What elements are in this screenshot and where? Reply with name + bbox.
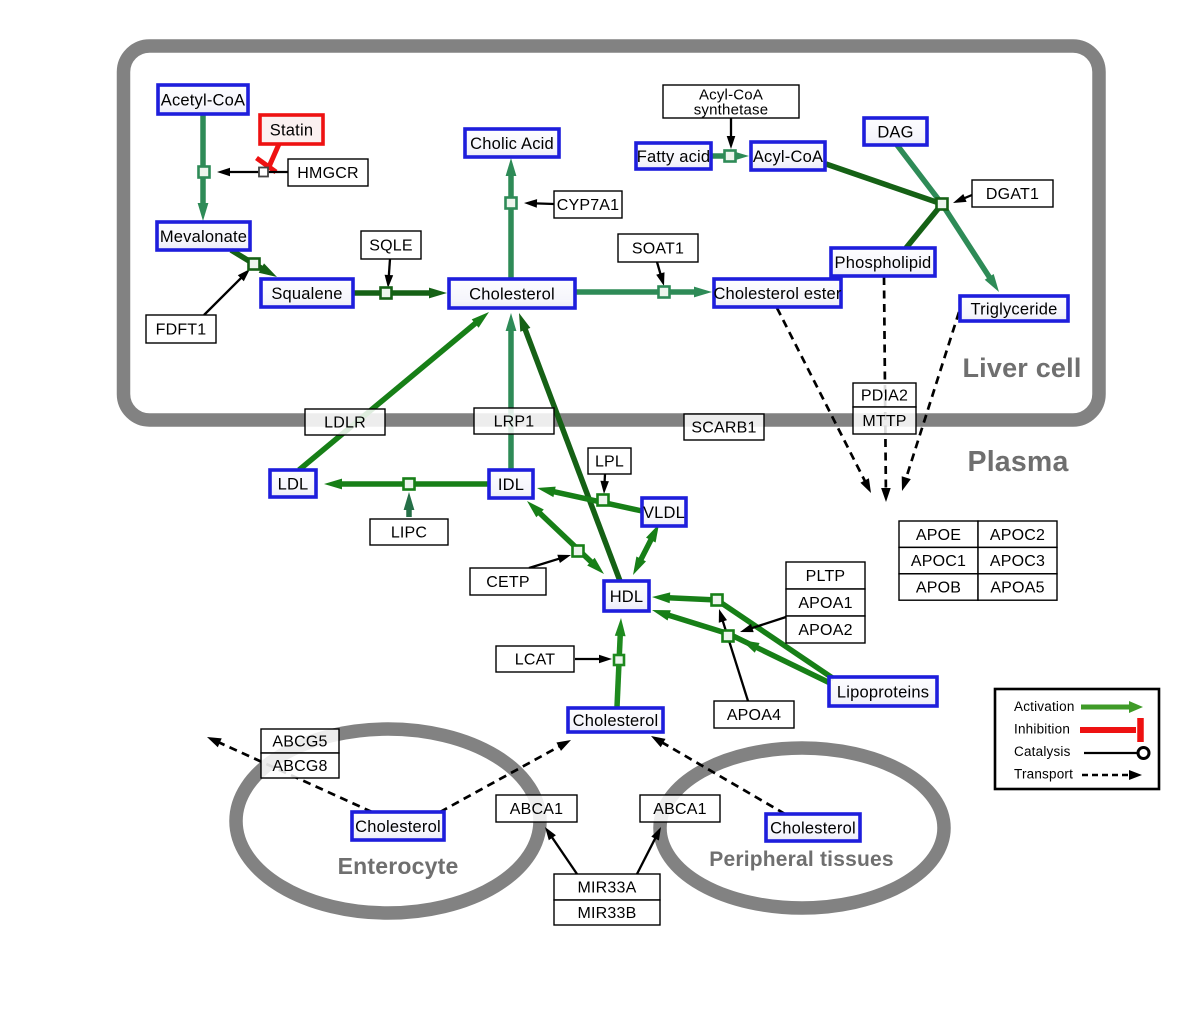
- svg-text:SCARB1: SCARB1: [691, 420, 756, 437]
- svg-text:APOB: APOB: [916, 580, 961, 597]
- svg-text:Acyl-CoA: Acyl-CoA: [753, 148, 823, 166]
- svg-text:PLTP: PLTP: [806, 568, 846, 585]
- svg-text:SQLE: SQLE: [369, 238, 413, 255]
- svg-text:APOC1: APOC1: [911, 553, 966, 570]
- svg-text:Triglyceride: Triglyceride: [970, 300, 1057, 318]
- svg-text:Acyl-CoA: Acyl-CoA: [699, 86, 763, 103]
- svg-text:MTTP: MTTP: [862, 413, 906, 430]
- svg-text:Catalysis: Catalysis: [1014, 744, 1071, 759]
- svg-text:APOE: APOE: [916, 527, 961, 544]
- svg-text:IDL: IDL: [498, 476, 524, 494]
- svg-text:ABCA1: ABCA1: [510, 801, 563, 818]
- svg-text:MIR33A: MIR33A: [578, 880, 637, 897]
- svg-text:HMGCR: HMGCR: [297, 165, 358, 182]
- svg-text:Lipoproteins: Lipoproteins: [837, 683, 929, 701]
- svg-text:Peripheral tissues: Peripheral tissues: [709, 848, 894, 871]
- svg-text:Statin: Statin: [270, 121, 313, 139]
- svg-text:LDL: LDL: [278, 475, 309, 493]
- svg-text:VLDL: VLDL: [643, 504, 685, 522]
- svg-text:LRP1: LRP1: [494, 414, 535, 431]
- svg-text:Cholesterol: Cholesterol: [469, 285, 555, 303]
- svg-text:APOA2: APOA2: [798, 622, 852, 639]
- svg-text:LCAT: LCAT: [515, 652, 556, 669]
- svg-text:Cholesterol ester: Cholesterol ester: [713, 285, 841, 303]
- svg-text:ABCA1: ABCA1: [653, 801, 706, 818]
- svg-text:Enterocyte: Enterocyte: [338, 853, 459, 879]
- svg-text:APOA4: APOA4: [727, 707, 781, 724]
- svg-text:SOAT1: SOAT1: [632, 241, 684, 258]
- svg-text:PDIA2: PDIA2: [861, 388, 908, 405]
- svg-text:MIR33B: MIR33B: [578, 905, 637, 922]
- svg-text:APOC2: APOC2: [990, 527, 1045, 544]
- svg-text:HDL: HDL: [610, 588, 644, 606]
- svg-text:CYP7A1: CYP7A1: [557, 197, 620, 214]
- svg-text:Squalene: Squalene: [271, 285, 342, 303]
- svg-text:Fatty acid: Fatty acid: [637, 148, 711, 166]
- svg-text:Mevalonate: Mevalonate: [160, 228, 247, 246]
- svg-text:ABCG8: ABCG8: [272, 758, 327, 775]
- svg-text:Cholic Acid: Cholic Acid: [470, 135, 554, 153]
- svg-text:Activation: Activation: [1014, 699, 1075, 714]
- svg-text:LDLR: LDLR: [324, 415, 366, 432]
- svg-text:DAG: DAG: [877, 123, 913, 141]
- svg-text:synthetase: synthetase: [694, 101, 769, 118]
- svg-text:Cholesterol: Cholesterol: [770, 819, 856, 837]
- svg-text:Liver cell: Liver cell: [962, 353, 1081, 383]
- svg-text:APOA1: APOA1: [798, 595, 852, 612]
- svg-text:Transport: Transport: [1014, 767, 1073, 782]
- svg-text:APOA5: APOA5: [990, 580, 1044, 597]
- svg-text:Cholesterol: Cholesterol: [573, 712, 659, 730]
- svg-text:Acetyl-CoA: Acetyl-CoA: [161, 91, 246, 109]
- svg-text:Plasma: Plasma: [967, 446, 1069, 478]
- svg-text:LIPC: LIPC: [391, 525, 427, 542]
- svg-text:CETP: CETP: [486, 574, 529, 591]
- svg-text:DGAT1: DGAT1: [986, 186, 1039, 203]
- svg-text:Phospholipid: Phospholipid: [835, 254, 932, 272]
- svg-text:LPL: LPL: [595, 454, 624, 471]
- svg-text:APOC3: APOC3: [990, 553, 1045, 570]
- svg-text:Cholesterol: Cholesterol: [355, 818, 441, 836]
- svg-text:FDFT1: FDFT1: [156, 322, 207, 339]
- svg-text:ABCG5: ABCG5: [272, 734, 327, 751]
- svg-text:Inhibition: Inhibition: [1014, 722, 1070, 737]
